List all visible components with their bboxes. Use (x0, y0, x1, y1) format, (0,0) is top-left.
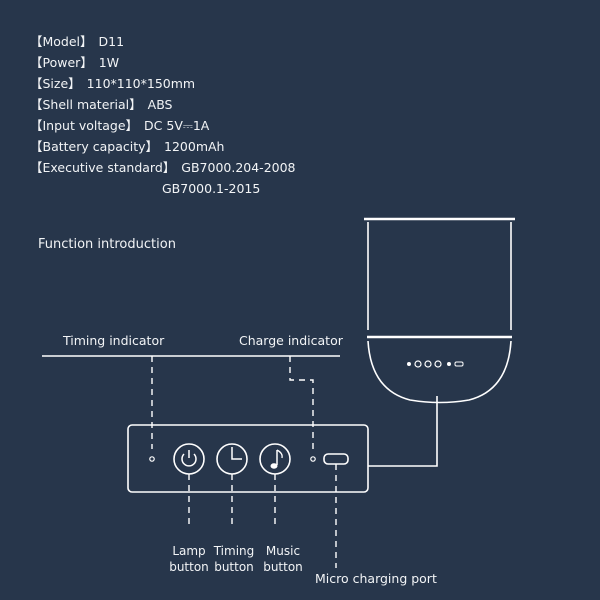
section-title: Function introduction (38, 237, 176, 252)
spec-key: 【Executive standard】 (30, 160, 176, 175)
micro-port-label: Micro charging port (315, 571, 437, 586)
lamp-button-label-line2: button (169, 560, 209, 574)
lamp-button-label: Lamp button (158, 543, 220, 575)
lamp-button-icon (173, 443, 205, 475)
spec-row-battery: 【Battery capacity】 1200mAh (30, 138, 224, 156)
spec-row-standard: 【Executive standard】 GB7000.204-2008 (30, 159, 296, 177)
timing-button-label-line2: button (214, 560, 254, 574)
spec-key: 【Model】 (30, 34, 93, 49)
micro-port-icon (323, 453, 349, 465)
spec-row-standard-2: GB7000.1-2015 (162, 181, 261, 196)
spec-key: 【Size】 (30, 76, 81, 91)
spec-value: 1W (98, 55, 120, 70)
charge-indicator-label: Charge indicator (239, 333, 343, 348)
music-button-label-line1: Music (265, 544, 301, 558)
spec-row-size: 【Size】 110*110*150mm (30, 75, 195, 93)
lamp-button-label-line1: Lamp (172, 544, 206, 558)
music-button-label-line2: button (263, 560, 303, 574)
spec-key: 【Power】 (30, 55, 93, 70)
music-button-label: Music button (252, 543, 314, 575)
timing-indicator-dot (149, 456, 155, 462)
device-illustration (364, 217, 515, 467)
spec-row-voltage: 【Input voltage】 DC 5V⎓1A (30, 117, 209, 135)
timing-button-label: Timing button (203, 543, 265, 575)
spec-value: DC 5V⎓1A (144, 118, 210, 133)
spec-value: D11 (98, 34, 125, 49)
music-button-icon (259, 443, 291, 475)
spec-key: 【Battery capacity】 (30, 139, 159, 154)
spec-value: 110*110*150mm (86, 76, 196, 91)
spec-row-shell: 【Shell material】 ABS (30, 96, 172, 114)
spec-value: 1200mAh (164, 139, 225, 154)
spec-value: GB7000.204-2008 (181, 160, 296, 175)
timing-button-icon (216, 443, 248, 475)
charge-indicator-dot (310, 456, 316, 462)
spec-key: 【Input voltage】 (30, 118, 139, 133)
timing-button-label-line1: Timing (213, 544, 255, 558)
control-panel (127, 424, 369, 493)
spec-key: 【Shell material】 (30, 97, 142, 112)
spec-row-model: 【Model】 D11 (30, 33, 124, 51)
spec-value: ABS (147, 97, 173, 112)
charge-indicator-leader (289, 356, 314, 451)
spec-row-power: 【Power】 1W (30, 54, 119, 72)
timing-indicator-label: Timing indicator (63, 333, 165, 348)
